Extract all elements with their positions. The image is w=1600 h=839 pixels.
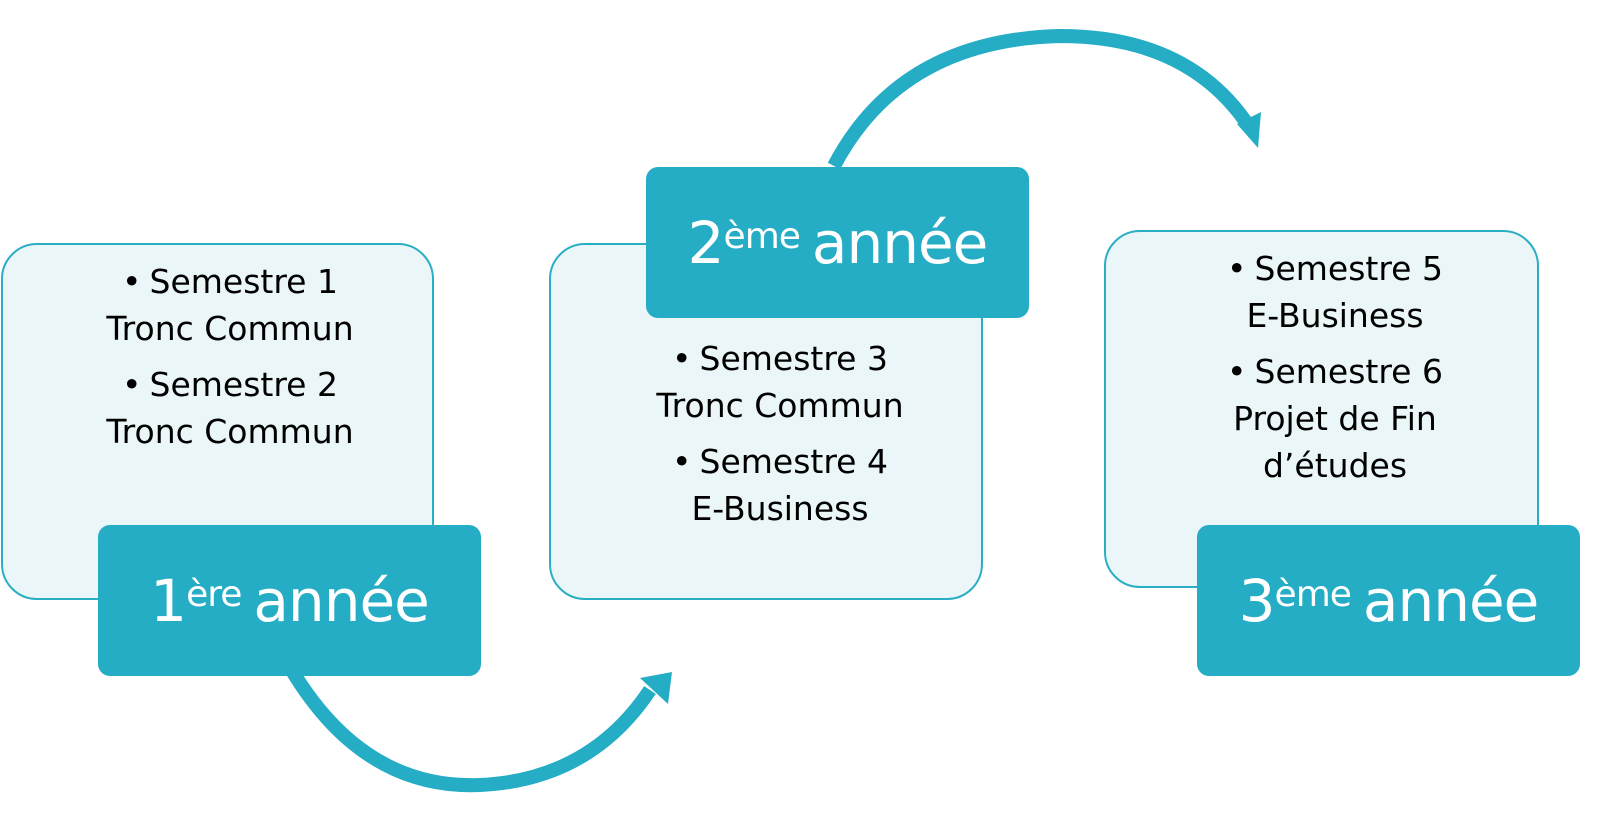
bullet-icon: •: [122, 262, 142, 301]
year-word: année: [253, 566, 429, 635]
item-title: Semestre 3: [699, 339, 888, 378]
year-number: 3: [1238, 566, 1276, 635]
bullet-icon: •: [672, 339, 692, 378]
arrow-year1-to-year2: [280, 658, 656, 793]
item-subtitle: Tronc Commun: [106, 309, 354, 348]
year-number: 1: [150, 566, 187, 635]
list-item: •Semestre 4 E-Business: [630, 438, 930, 532]
year-number: 2: [687, 208, 725, 277]
stage-2-items: •Semestre 3 Tronc Commun •Semestre 4 E-B…: [630, 335, 930, 541]
year-word: année: [1362, 566, 1539, 635]
year-suffix: ère: [186, 573, 242, 615]
arrow-head-year3: [1237, 112, 1261, 148]
item-title: Semestre 6: [1254, 352, 1443, 391]
bullet-icon: •: [1227, 249, 1247, 288]
list-item: •Semestre 6 Projet de Fin d’études: [1185, 348, 1485, 489]
item-subtitle: Projet de Fin: [1233, 399, 1437, 438]
list-item: •Semestre 2 Tronc Commun: [80, 361, 380, 455]
arrow-year2-to-year3: [827, 28, 1256, 170]
year-suffix: ème: [1274, 573, 1352, 615]
item-subtitle: E-Business: [691, 489, 869, 528]
item-title: Semestre 2: [149, 365, 338, 404]
item-subtitle: Tronc Commun: [656, 386, 904, 425]
item-subtitle: E-Business: [1246, 296, 1424, 335]
year-word: année: [811, 208, 988, 277]
stage-1-items: •Semestre 1 Tronc Commun •Semestre 2 Tro…: [80, 258, 380, 464]
item-subtitle: Tronc Commun: [106, 412, 354, 451]
list-item: •Semestre 3 Tronc Commun: [630, 335, 930, 429]
arrow-head-year2: [640, 672, 672, 704]
bullet-icon: •: [122, 365, 142, 404]
item-title: Semestre 1: [149, 262, 338, 301]
list-item: •Semestre 5 E-Business: [1185, 245, 1485, 339]
stage-3-items: •Semestre 5 E-Business •Semestre 6 Proje…: [1185, 245, 1485, 498]
item-title: Semestre 5: [1254, 249, 1443, 288]
bullet-icon: •: [1227, 352, 1247, 391]
year-suffix: ème: [723, 215, 801, 257]
item-title: Semestre 4: [699, 442, 888, 481]
list-item: •Semestre 1 Tronc Commun: [80, 258, 380, 352]
bullet-icon: •: [672, 442, 692, 481]
item-subtitle-continued: d’études: [1262, 446, 1408, 485]
